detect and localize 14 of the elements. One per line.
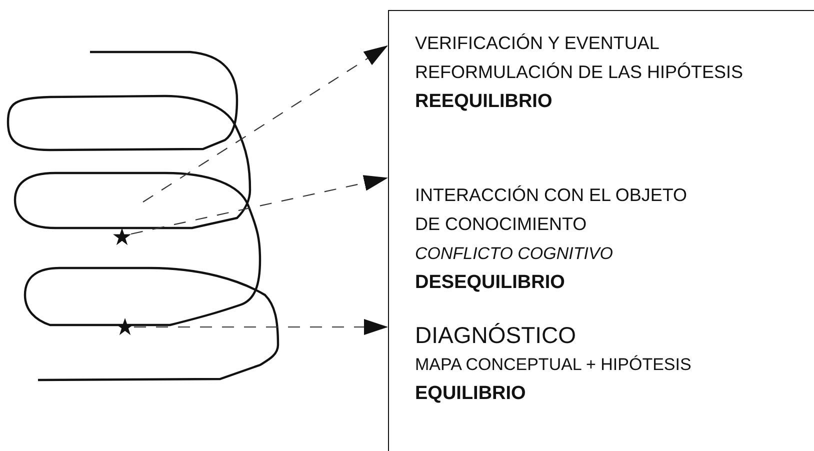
stage-label: DESEQUILIBRIO	[415, 271, 566, 295]
frame-border	[388, 10, 814, 451]
step-detail: MAPA CONCEPTUAL + HIPÓTESIS	[415, 354, 692, 376]
step-title: VERIFICACIÓN Y EVENTUAL REFORMULACIÓN DE LAS HIPÓTESIS	[415, 32, 744, 84]
step-title: DIAGNÓSTICO	[415, 321, 578, 350]
step-detail: REEQUILIBRIO	[415, 90, 554, 114]
star-marker	[113, 228, 131, 246]
dashed-arrow	[130, 175, 388, 235]
dashed-arrow	[142, 45, 388, 202]
step-title: INTERACCIÓN CON EL OBJETO DE CONOCIMIENTO	[415, 184, 688, 236]
stage-label: EQUILIBRIO	[415, 382, 527, 406]
star-marker	[116, 318, 134, 336]
step-detail: CONFLICTO COGNITIVO	[415, 243, 614, 265]
dashed-arrow	[134, 319, 388, 335]
